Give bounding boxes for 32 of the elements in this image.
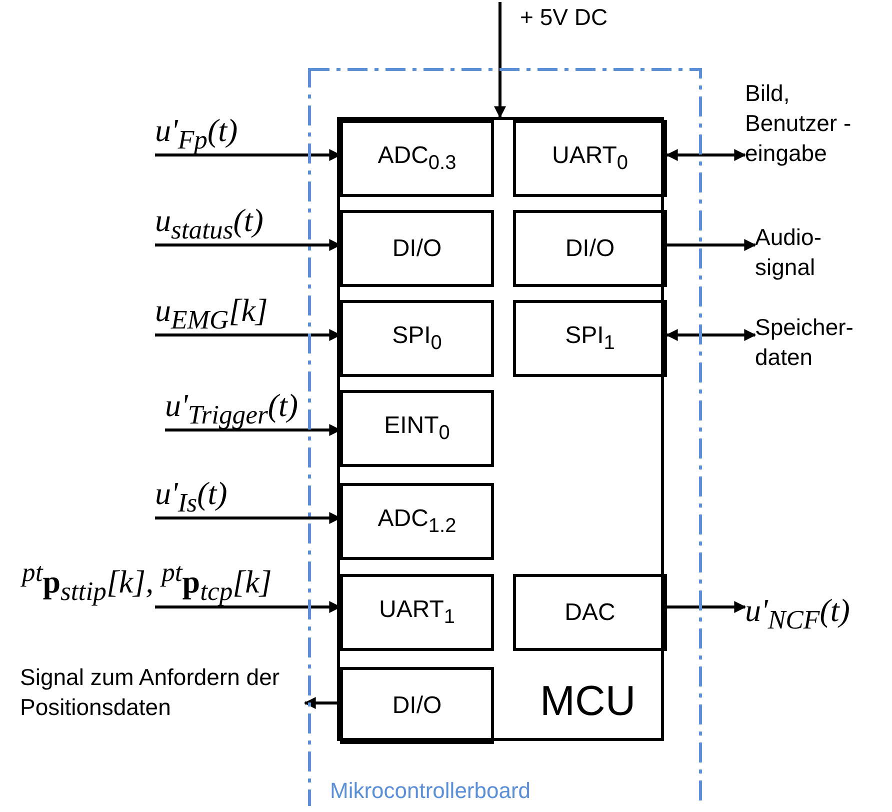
signal-formula: u'$_{Is}$(t) — [155, 463, 305, 518]
arrow — [666, 149, 746, 161]
arrow — [667, 601, 746, 613]
mcu-box — [337, 117, 664, 741]
board-label: Mikrocontrollerboard — [330, 778, 531, 804]
arrow — [304, 697, 340, 709]
port-box: UART$_{0}$ — [513, 120, 667, 197]
signal-formula: u$_{EMG}$[k] — [155, 280, 305, 335]
signal-label: Speicher- daten — [755, 312, 887, 378]
arrow — [666, 329, 756, 341]
port-box: ADC$_{0.3}$ — [340, 120, 494, 197]
signal-formula: u'$_{Trigger}$(t) — [165, 370, 305, 430]
supply-label: + 5V DC — [500, 2, 650, 42]
arrow — [667, 239, 756, 251]
signal-formula: u'$_{NCF}$(t) — [745, 580, 892, 635]
port-box: SPI$_{0}$ — [340, 300, 494, 377]
signal-label: Audio- signal — [755, 222, 855, 288]
port-box: DI/O — [340, 210, 494, 287]
port-box: DI/O — [513, 210, 667, 287]
signal-label: Signal zum Anfordern der Positionsdaten — [20, 662, 305, 732]
signal-label: Bild, Benutzer -eingabe — [745, 78, 857, 186]
port-box: ADC$_{1.2}$ — [340, 483, 494, 560]
port-box: SPI$_{1}$ — [513, 300, 667, 377]
port-box: UART$_{1}$ — [340, 574, 494, 651]
port-box: EINT$_{0}$ — [340, 390, 494, 467]
mcu-label: MCU — [540, 677, 636, 725]
port-box: DAC — [513, 574, 667, 651]
signal-formula: $^{pt}$p$_{sttip}$[k], $^{pt}$p$_{tcp}$[k] — [22, 552, 312, 607]
signal-formula: u$_{status}$(t) — [155, 190, 305, 245]
arrow — [494, 2, 506, 118]
signal-formula: u'$_{Fp}$(t) — [155, 100, 305, 155]
port-box: DI/O — [340, 667, 494, 744]
